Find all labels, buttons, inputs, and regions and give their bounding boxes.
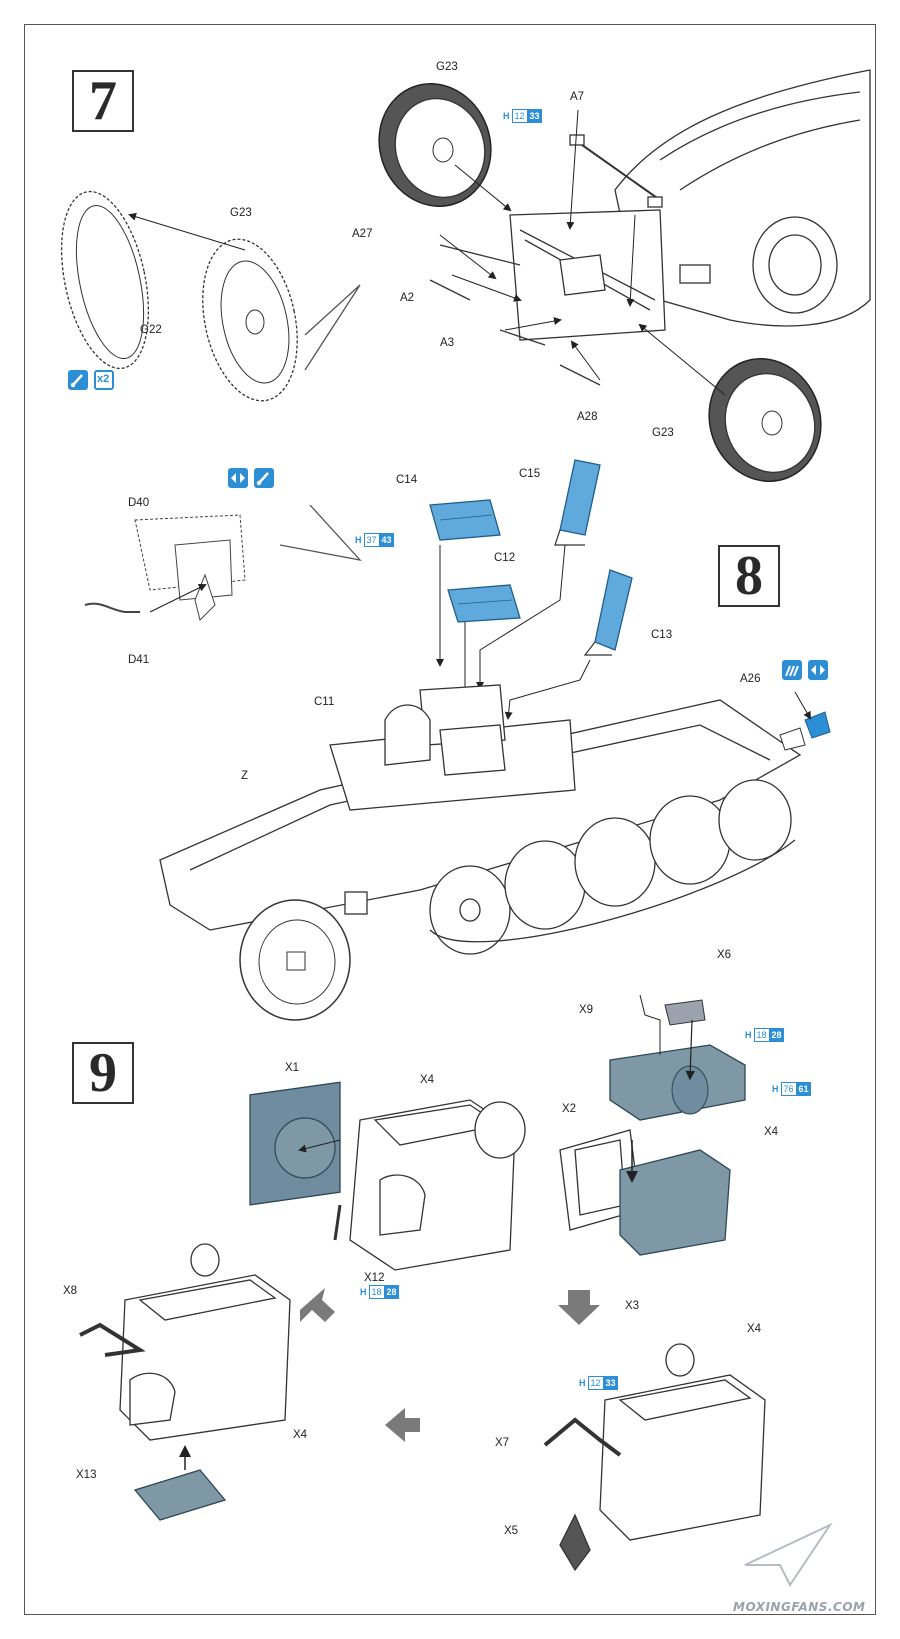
label-x3: X3	[625, 1300, 640, 1312]
label-g23-top: G23	[436, 61, 458, 73]
engine-x4-top-right	[609, 999, 746, 1121]
paint-code-a: 12	[587, 1376, 604, 1390]
engine-x4-bottom-right	[543, 1343, 766, 1572]
seat-c12	[447, 584, 521, 623]
engine-x4-main	[333, 1099, 526, 1271]
glue-icon	[808, 660, 828, 680]
paint-h: H	[745, 1029, 752, 1040]
step7-arrows	[439, 109, 726, 396]
label-a2: A2	[400, 292, 415, 304]
paint-ref-x12: H 18 28	[360, 1285, 399, 1299]
paint-code-a: 37	[363, 533, 380, 547]
paint-code-a: 18	[753, 1028, 770, 1042]
label-a27: A27	[352, 228, 373, 240]
label-g23-bottom: G23	[652, 427, 674, 439]
label-x4-c: X4	[293, 1429, 308, 1441]
watermark: MOXINGFANS.COM	[733, 1600, 866, 1614]
engine-x3-block	[619, 1149, 731, 1256]
paint-ref-x7: H 12 33	[579, 1376, 618, 1390]
label-d41: D41	[128, 654, 150, 666]
page-frame	[24, 24, 876, 1615]
label-a28: A28	[577, 411, 598, 423]
label-x5: X5	[504, 1525, 519, 1537]
label-x4-d: X4	[747, 1323, 762, 1335]
paint-h: H	[503, 110, 510, 121]
paint-h: H	[579, 1377, 586, 1388]
paint-h: H	[772, 1083, 779, 1094]
x1-arrow	[298, 1139, 341, 1153]
paint-ref-x6: H 18 28	[745, 1028, 784, 1042]
paint-code-b: 28	[384, 1285, 399, 1299]
label-x1: X1	[285, 1062, 300, 1074]
label-a7: A7	[570, 91, 585, 103]
label-x2: X2	[562, 1103, 577, 1115]
paint-code-b: 28	[769, 1028, 784, 1042]
backrest-c15	[554, 459, 601, 546]
label-x13: X13	[76, 1469, 97, 1481]
paint-code-b: 43	[379, 533, 394, 547]
label-z: Z	[241, 770, 249, 782]
engine-x4-left	[79, 1243, 291, 1441]
inset7-pointer	[304, 284, 361, 371]
halftrack-chassis	[159, 684, 802, 955]
label-a26: A26	[740, 673, 761, 685]
times-two-icon: x2	[94, 370, 114, 390]
x9-arrow	[639, 994, 661, 1055]
label-a3: A3	[440, 337, 455, 349]
label-c12: C12	[494, 552, 516, 564]
paint-code-a: 76	[780, 1082, 797, 1096]
label-x12: X12	[364, 1272, 385, 1284]
label-x6: X6	[717, 949, 732, 961]
x6-arrow	[685, 1019, 696, 1081]
paint-brush-icon	[254, 468, 274, 488]
label-inset-g22: G22	[140, 324, 162, 336]
label-c11: C11	[314, 696, 335, 708]
front-wheel	[239, 899, 351, 1021]
photo-etch-icon	[782, 660, 802, 680]
paint-ref-c14: H 37 43	[355, 533, 394, 547]
step-number-8: 8	[718, 545, 780, 607]
inset7-tire-and-wheel	[60, 190, 298, 402]
step-number-9: 9	[72, 1042, 134, 1104]
label-x9: X9	[579, 1004, 594, 1016]
label-c14: C14	[396, 474, 418, 486]
step7-assembly	[429, 69, 871, 386]
paint-code-b: 61	[796, 1082, 811, 1096]
paint-h: H	[355, 534, 362, 545]
step-number-7: 7	[72, 70, 134, 132]
paint-code-b: 33	[603, 1376, 618, 1390]
label-x8: X8	[63, 1285, 78, 1297]
label-x7: X7	[495, 1437, 510, 1449]
watermark-plane-logo	[744, 1522, 833, 1587]
label-d40: D40	[128, 497, 150, 509]
inset8-pointer	[279, 504, 362, 561]
label-inset-g23: G23	[230, 207, 252, 219]
paint-code-a: 12	[511, 109, 528, 123]
wheel-g23-bottom	[708, 358, 822, 482]
backrest-c13	[583, 569, 633, 656]
seat-c14	[429, 499, 501, 541]
paint-code-b: 33	[527, 109, 542, 123]
paint-ref-g23: H 12 33	[503, 109, 542, 123]
label-x4-a: X4	[420, 1074, 435, 1086]
part-x13	[133, 1469, 227, 1521]
label-c15: C15	[519, 468, 541, 480]
label-c13: C13	[651, 629, 673, 641]
process-arrows	[300, 1288, 600, 1442]
paint-brush-icon	[68, 370, 88, 390]
paint-h: H	[360, 1286, 367, 1297]
paint-ref-x4: H 76 61	[772, 1082, 811, 1096]
wheel-g23-top	[378, 83, 492, 207]
label-x4-b: X4	[764, 1126, 779, 1138]
part-a26	[779, 691, 831, 751]
paint-code-a: 18	[368, 1285, 385, 1299]
multiplier-text: x2	[97, 373, 110, 385]
inset8-detail	[84, 514, 246, 621]
glue-icon	[228, 468, 248, 488]
